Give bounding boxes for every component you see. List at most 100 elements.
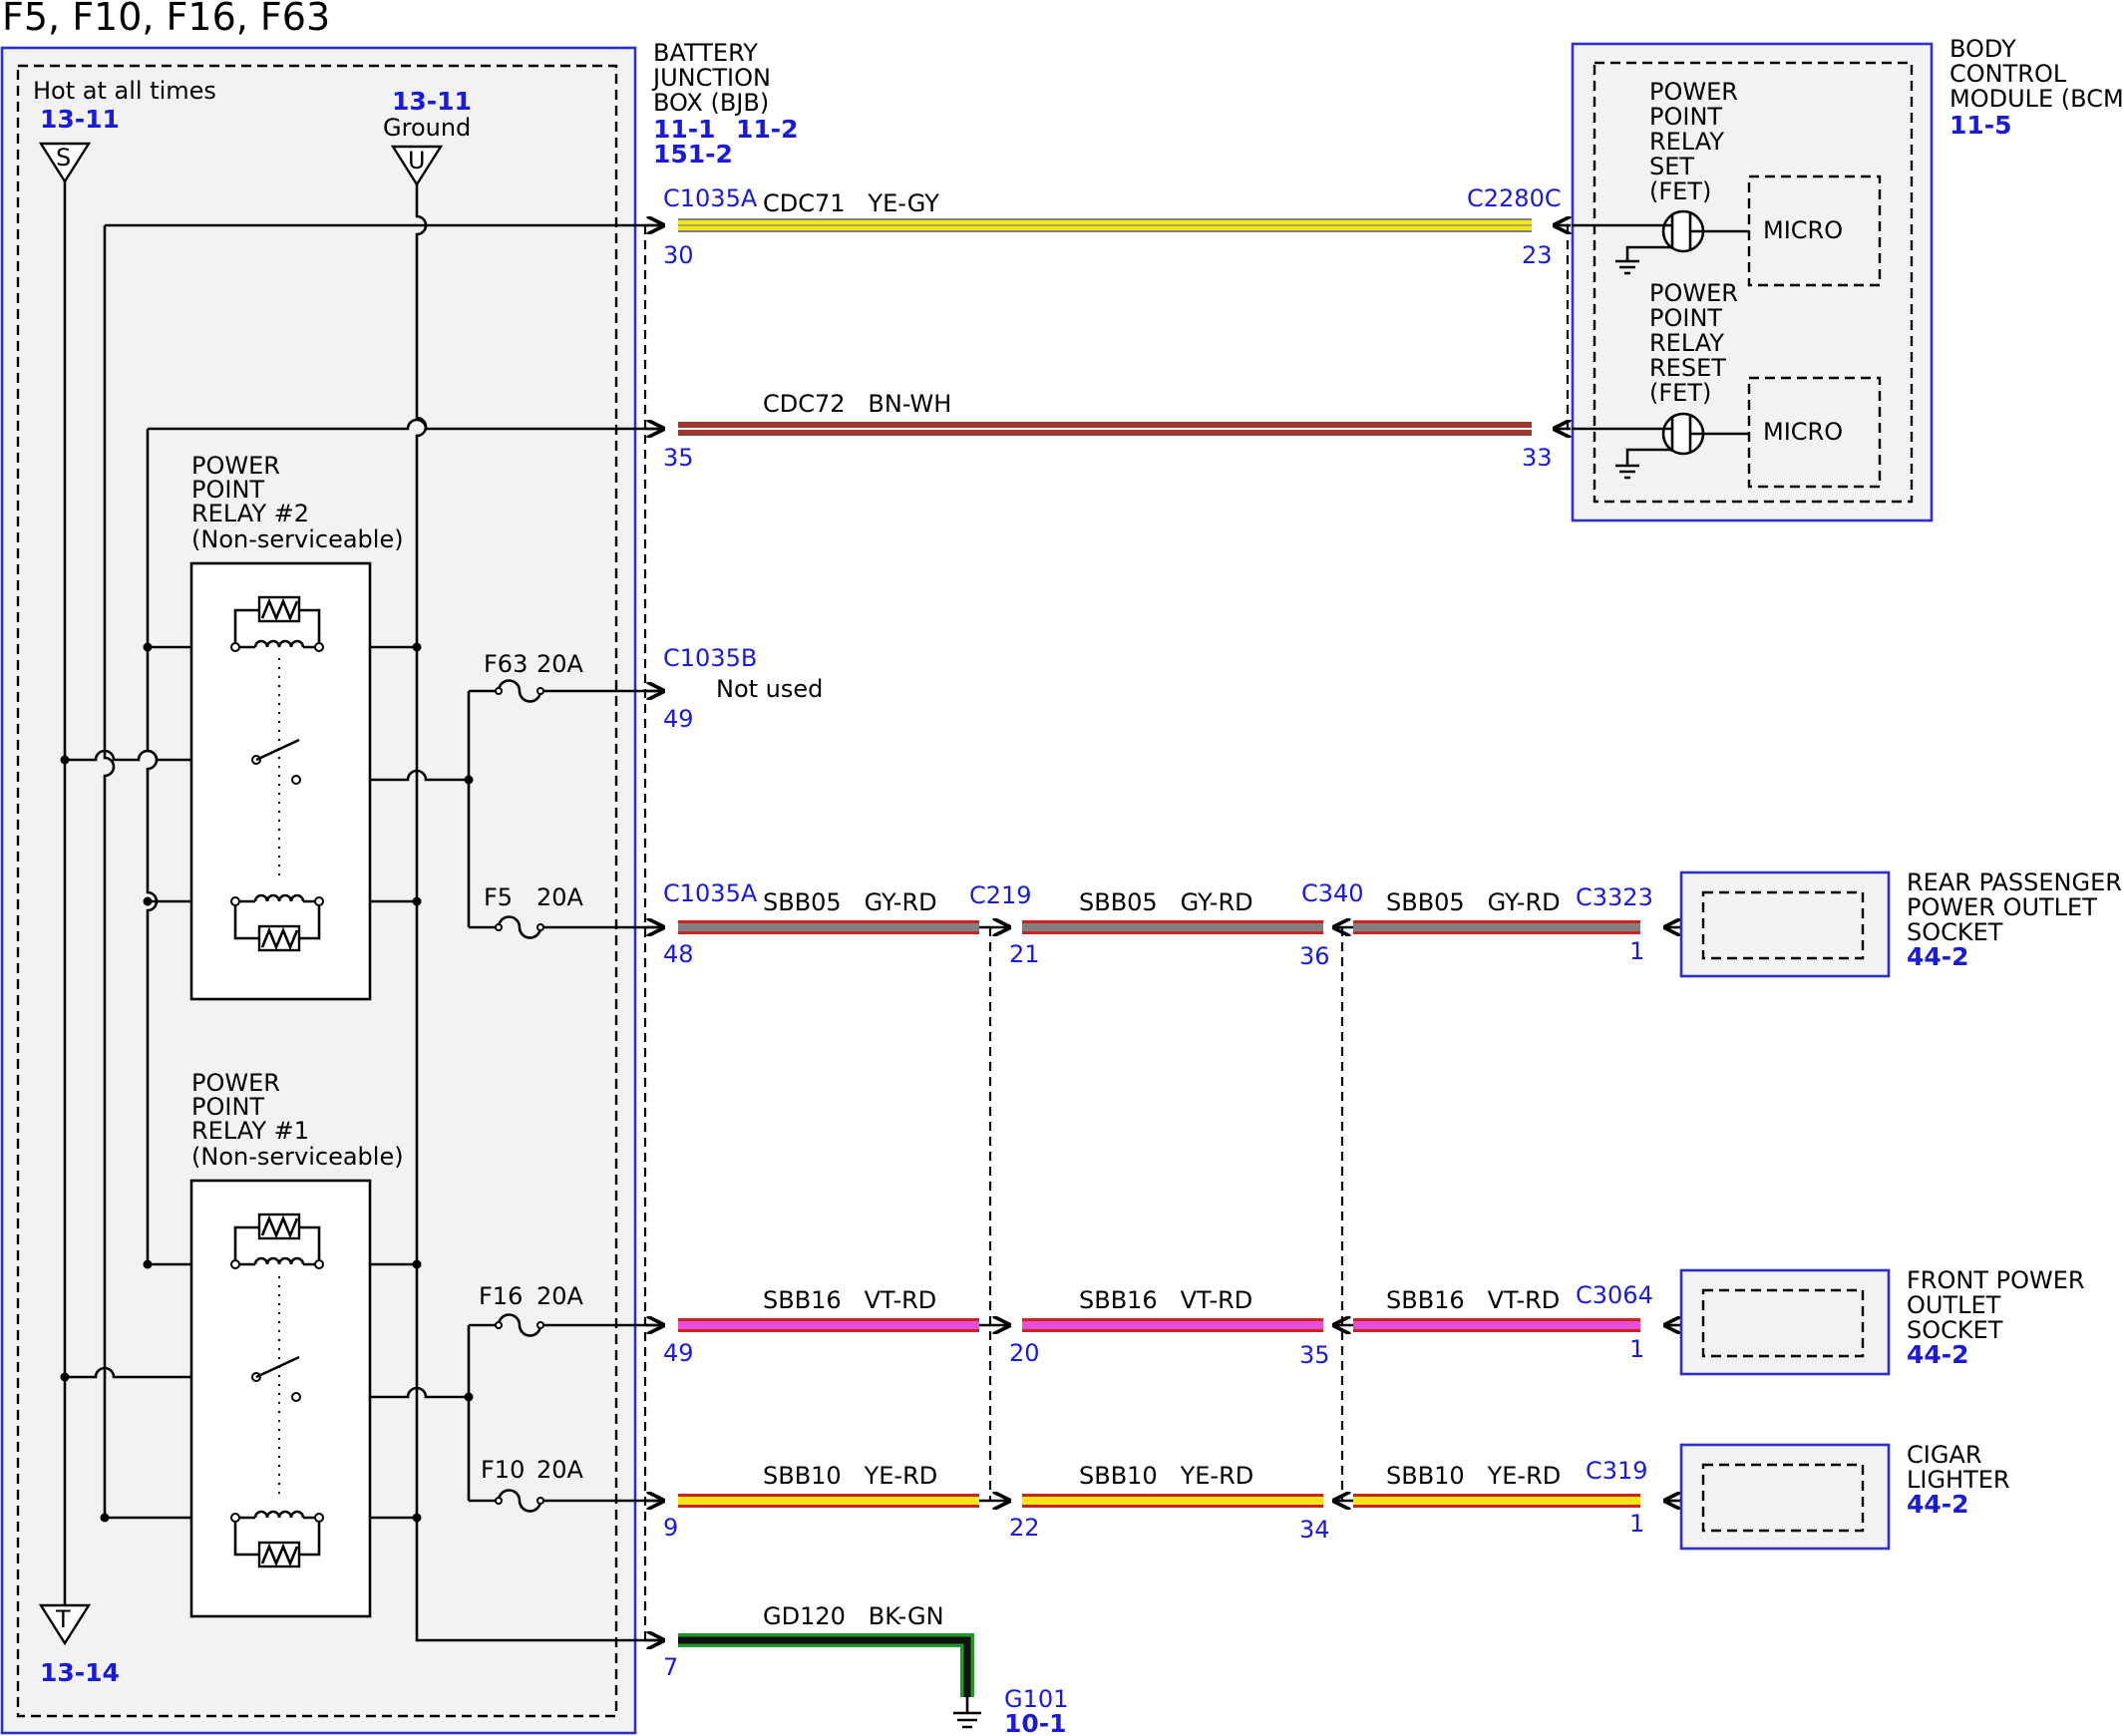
f63-pin: 49	[663, 705, 694, 733]
sbb10-pin-b: 22	[1009, 1514, 1040, 1542]
sbb16-label-1: SBB16 VT-RD	[763, 1286, 936, 1314]
fuse-f63-rating: 20A	[536, 650, 584, 678]
page-title: F5, F10, F16, F63	[2, 0, 330, 39]
wire-sbb16[interactable]	[645, 1318, 1681, 1332]
sbb16-label-2: SBB16 VT-RD	[1079, 1286, 1252, 1314]
node-t-ref[interactable]: 13-14	[40, 1658, 120, 1687]
fuse-f63-name: F63	[484, 650, 528, 678]
cdc71-label: CDC71 YE-GY	[763, 189, 939, 217]
cigar-lighter[interactable]	[1679, 1443, 1891, 1551]
bcm-set-line-1: POWER	[1649, 78, 1738, 106]
wire-sbb10[interactable]	[645, 1494, 1681, 1508]
bjb-name-3: BOX (BJB)	[653, 89, 769, 117]
cigar-lighter-ref[interactable]: 44-2	[1907, 1490, 1969, 1519]
ground-g101-ref[interactable]: 10-1	[1004, 1709, 1067, 1736]
rear-outlet-ref[interactable]: 44-2	[1907, 942, 1969, 971]
bcm-reset-line-2: POINT	[1649, 304, 1722, 332]
rear-outlet-name-2: POWER OUTLET	[1907, 893, 2097, 921]
fuse-f16-rating: 20A	[536, 1282, 584, 1310]
bcm-micro-2: MICRO	[1763, 418, 1843, 446]
bcm-reset-label: POWER POINT RELAY RESET (FET)	[1649, 279, 1738, 407]
cigar-lighter-name-2: LIGHTER	[1907, 1466, 2010, 1494]
fuse-f63[interactable]	[469, 679, 658, 703]
bcm-reset-line-1: POWER	[1649, 279, 1738, 307]
bcm-reset-line-5: (FET)	[1649, 379, 1711, 407]
node-u-triangle	[390, 145, 444, 187]
sbb10-pin-d: 1	[1629, 1510, 1644, 1538]
relay2-label-1: POWER	[191, 452, 280, 480]
fuse-f5-rating: 20A	[536, 883, 584, 911]
ground-g101[interactable]: G101	[1004, 1685, 1068, 1713]
sbb10-conn-d[interactable]: C319	[1586, 1457, 1648, 1485]
sbb16-conn-d[interactable]: C3064	[1576, 1281, 1653, 1309]
splice-dots	[60, 642, 474, 1523]
rear-outlet-name-3: SOCKET	[1907, 918, 2003, 946]
relay2-label-4: (Non-serviceable)	[191, 525, 404, 553]
node-s-ref[interactable]: 13-11	[40, 105, 120, 134]
node-u-ref[interactable]: 13-11	[392, 87, 472, 116]
bcm-set-label: POWER POINT RELAY SET (FET)	[1649, 78, 1738, 205]
relay1-label-1: POWER	[191, 1069, 280, 1097]
front-power-outlet-socket[interactable]	[1679, 1268, 1891, 1376]
sbb16-pin-a: 49	[663, 1339, 694, 1367]
sbb10-label-1: SBB10 YE-RD	[763, 1462, 937, 1490]
wire-gd120[interactable]	[645, 1640, 981, 1729]
fuse-f16-name: F16	[479, 1282, 523, 1310]
node-s-triangle	[38, 142, 92, 184]
bcm-reset-line-4: RESET	[1649, 354, 1726, 382]
front-outlet-name-2: OUTLET	[1907, 1291, 2001, 1319]
sbb05-pin-c: 36	[1299, 942, 1330, 970]
fuse-f5[interactable]	[469, 915, 658, 939]
sbb16-pin-b: 20	[1009, 1339, 1040, 1367]
f63-conn[interactable]: C1035B	[663, 644, 757, 672]
wire-sbb05[interactable]	[645, 920, 1681, 934]
cdc71-conn-right[interactable]: C2280C	[1467, 184, 1562, 212]
sbb05-conn-a[interactable]: C1035A	[663, 879, 758, 907]
gd120-pin: 7	[663, 1653, 678, 1681]
bjb-ref-3[interactable]: 151-2	[653, 140, 733, 169]
bcm-micro-1: MICRO	[1763, 216, 1843, 244]
hot-at-all-times-label: Hot at all times	[33, 77, 216, 105]
sbb10-label-3: SBB10 YE-RD	[1386, 1462, 1561, 1490]
fuse-f5-name: F5	[484, 883, 513, 911]
bcm-ref[interactable]: 11-5	[1949, 111, 2012, 140]
cdc72-pin-right: 33	[1522, 444, 1553, 472]
bcm-set-line-3: RELAY	[1649, 128, 1724, 156]
sbb10-pin-a: 9	[663, 1514, 678, 1542]
bcm-name-1: BODY	[1949, 35, 2016, 63]
power-point-relay-1	[189, 1179, 372, 1618]
bjb-name-2: JUNCTION	[651, 64, 771, 92]
wire-cdc72[interactable]	[645, 422, 1571, 436]
front-outlet-ref[interactable]: 44-2	[1907, 1340, 1969, 1369]
bjb-ref-2[interactable]: 11-2	[736, 115, 799, 144]
node-u-letter: U	[408, 147, 426, 174]
rear-passenger-power-outlet-socket[interactable]	[1679, 870, 1891, 978]
bcm-name-3: MODULE (BCM)	[1949, 85, 2124, 113]
ground-label: Ground	[383, 114, 471, 142]
relay2-label-2: POINT	[191, 476, 264, 504]
wire-cdc71[interactable]	[645, 218, 1571, 232]
sbb05-conn-b[interactable]: C219	[969, 881, 1032, 909]
sbb05-pin-a: 48	[663, 940, 694, 968]
bcm-set-line-5: (FET)	[1649, 177, 1711, 205]
sbb05-conn-c[interactable]: C340	[1301, 879, 1364, 907]
bjb-ref-1[interactable]: 11-1	[653, 115, 716, 144]
sbb05-pin-d: 1	[1629, 937, 1644, 965]
sbb16-label-3: SBB16 VT-RD	[1386, 1286, 1560, 1314]
fuse-f16[interactable]	[469, 1313, 658, 1337]
cdc71-conn-left[interactable]: C1035A	[663, 184, 758, 212]
sbb05-pin-b: 21	[1009, 940, 1040, 968]
node-s-letter: S	[56, 144, 71, 172]
gd120-label: GD120 BK-GN	[763, 1602, 944, 1630]
connector-boundaries	[643, 225, 1570, 1645]
sbb05-conn-d[interactable]: C3323	[1576, 883, 1653, 911]
node-t-letter: T	[55, 1605, 71, 1633]
sbb16-pin-c: 35	[1299, 1341, 1330, 1369]
body-control-module	[1571, 42, 1934, 522]
bcm-set-line-4: SET	[1649, 153, 1694, 180]
bcm-name-2: CONTROL	[1949, 60, 2067, 88]
fuse-f10[interactable]	[469, 1489, 658, 1513]
relay1-label-4: (Non-serviceable)	[191, 1143, 404, 1171]
cigar-lighter-name-1: CIGAR	[1907, 1441, 1982, 1469]
